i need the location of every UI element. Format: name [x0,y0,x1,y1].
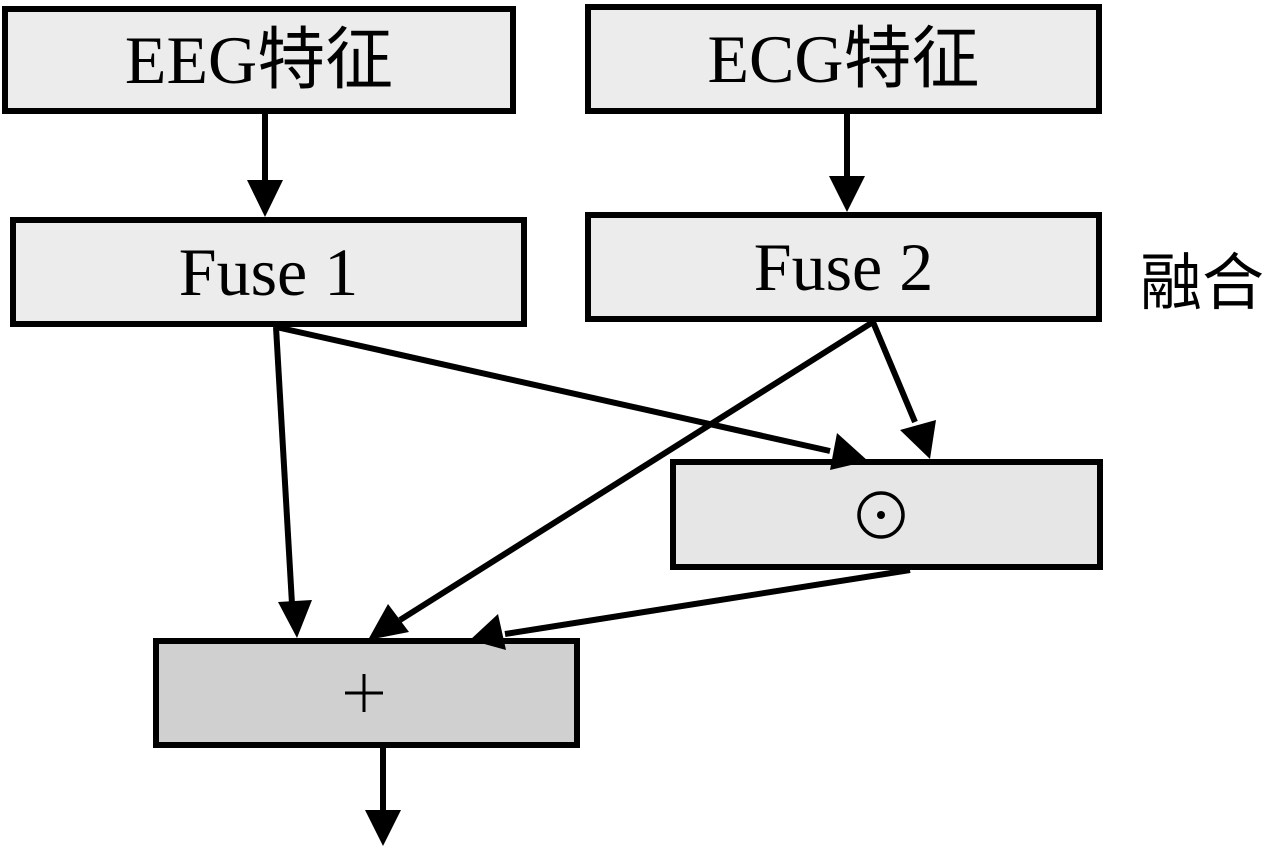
arrowhead-fuse2-sum [368,604,409,640]
fuse2-node: Fuse 2 [585,212,1102,322]
arrowhead-fuse1-hadamard [830,433,868,470]
arrowhead-fuse2-hadamard [900,420,936,459]
fusion-annotation: 融合 [1140,246,1265,319]
arrowhead-sum-output [365,810,401,846]
sum-node [153,638,580,748]
fuse1-label: Fuse 1 [178,234,359,310]
edge-hadamard-to-sum [504,567,911,637]
arrowhead-hadamard-sum [470,614,506,650]
arrowhead-fuse1-sum [278,600,312,638]
plus-icon [344,674,383,712]
edge-fuse1-to-sum [273,326,295,605]
edge-fuse2-to-hadamard [870,320,918,424]
odot-icon [856,490,905,539]
hadamard-product-node [670,459,1103,570]
eeg-feature-label: EEG特征 [124,22,394,98]
arrowhead-eeg-fuse1 [247,180,283,217]
ecg-feature-node: ECG特征 [585,4,1102,114]
ecg-feature-label: ECG特征 [707,21,980,97]
eeg-feature-node: EEG特征 [2,6,516,114]
edge-fuse1-to-hadamard [275,324,831,454]
edge-fuse2-to-sum [398,319,875,623]
fuse2-label: Fuse 2 [753,229,934,305]
arrowhead-ecg-fuse2 [829,176,865,212]
fuse1-node: Fuse 1 [10,217,527,327]
